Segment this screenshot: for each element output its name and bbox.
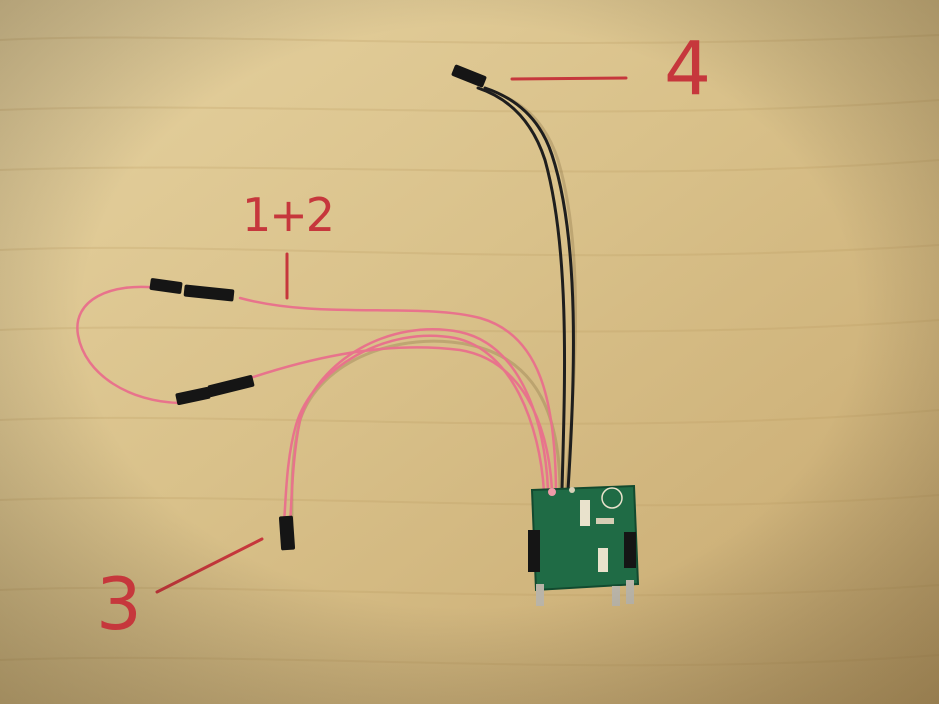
annotation-label-1-2: 1+2 [242,188,335,242]
annotation-label-4: 4 [664,26,712,112]
annotation-label-3: 3 [96,562,142,646]
